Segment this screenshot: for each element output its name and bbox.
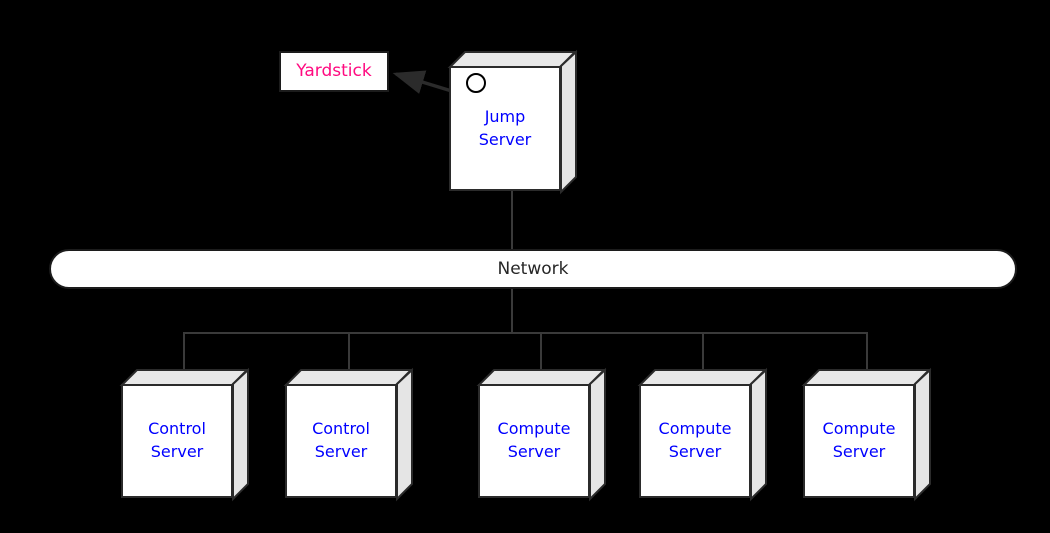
connector-bus-to-control-server-2 — [348, 332, 350, 384]
control-server-1-label-line1: Control — [148, 419, 206, 439]
compute-server-3-label-line2: Server — [832, 442, 886, 461]
network-bus-bar[interactable]: Network — [49, 249, 1017, 289]
compute-server-1-right-face — [589, 367, 606, 502]
control-server-1-front-face: Control Server — [121, 384, 233, 498]
compute-server-3-right-face — [914, 367, 931, 502]
connector-network-to-bus — [511, 287, 513, 333]
yardstick-label: Yardstick — [296, 61, 372, 81]
server-distribution-bus — [183, 332, 867, 334]
compute-server-1-label-line1: Compute — [497, 419, 571, 439]
compute-server-3-front-face: Compute Server — [803, 384, 915, 498]
control-server-2-right-face — [396, 367, 413, 502]
control-server-2-label-line1: Control — [312, 419, 370, 439]
compute-server-2-right-face — [750, 367, 767, 502]
lollipop-circle-icon[interactable] — [466, 73, 486, 93]
control-server-2-label-line2: Server — [314, 442, 368, 461]
connector-bus-to-compute-server-1 — [540, 332, 542, 384]
jump-server-label-line2: Server — [478, 129, 532, 149]
connector-jumpserver-to-network — [511, 191, 513, 251]
connector-bus-to-compute-server-3 — [866, 332, 868, 384]
compute-server-1-front-face: Compute Server — [478, 384, 590, 498]
yardstick-note-box[interactable]: Yardstick — [279, 51, 389, 92]
connector-bus-to-control-server-1 — [183, 332, 185, 384]
control-server-1-right-face — [232, 367, 249, 502]
network-label: Network — [497, 258, 569, 279]
control-server-1-label-line2: Server — [150, 442, 204, 461]
connector-bus-to-compute-server-2 — [702, 332, 704, 384]
compute-server-1-label-line2: Server — [507, 442, 561, 461]
compute-server-2-label-line1: Compute — [658, 419, 732, 439]
control-server-2-front-face: Control Server — [285, 384, 397, 498]
compute-server-2-front-face: Compute Server — [639, 384, 751, 498]
jump-server-label-line1: Jump — [484, 106, 526, 126]
compute-server-2-label-line2: Server — [668, 442, 722, 461]
jump-server-right-face — [560, 49, 577, 195]
compute-server-3-label-line1: Compute — [822, 419, 896, 439]
